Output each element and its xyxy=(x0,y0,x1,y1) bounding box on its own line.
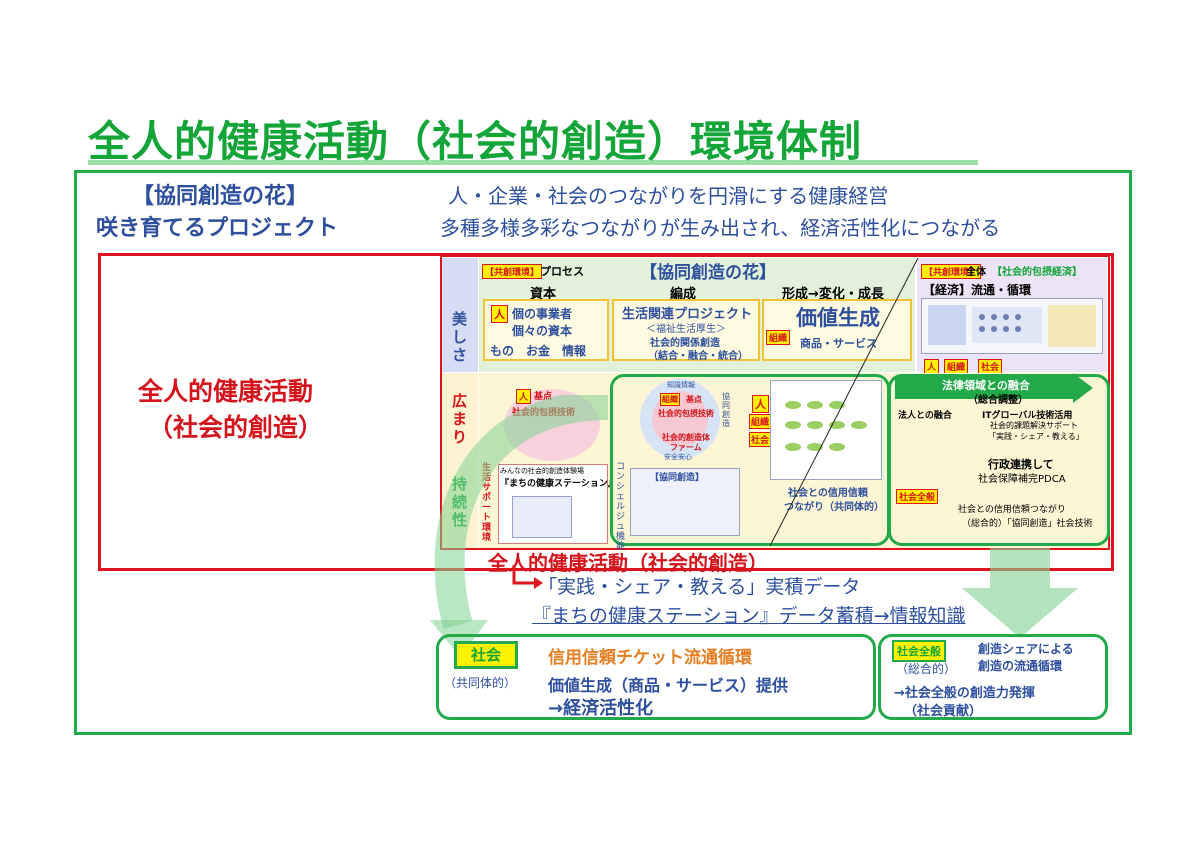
mid-chip-society: 社会 xyxy=(749,432,771,447)
knowledge-label: 知識情報 xyxy=(667,380,695,390)
flow-label: 【経済】流通・循環 xyxy=(923,281,1031,298)
chip-person: 人 xyxy=(924,359,939,374)
tag-person: 人 xyxy=(491,305,508,323)
ticket-label: 信用信頼チケット流通循環 xyxy=(548,643,752,668)
header-desc-line2: 多種多様多彩なつながりが生み出され、経済活性化につながる xyxy=(440,212,1000,241)
diagonal-line xyxy=(770,258,920,548)
org-base-tag: 組織 xyxy=(660,393,680,406)
pdca-label: 社会保障補完PDCA xyxy=(978,470,1066,485)
flower-title: 【協同創造の花】 xyxy=(640,258,776,283)
safe-label: 安全安心 xyxy=(664,452,692,462)
process-tag: 【共創環境】 xyxy=(482,264,542,279)
ticket-society-tag: 社会 xyxy=(454,641,518,669)
society-comprehensive: （総合的） xyxy=(896,660,956,677)
mid-chip-org: 組織 xyxy=(749,414,771,429)
society-line2: 創造の流通循環 xyxy=(978,657,1062,674)
trust-label4: （総合的）「協同創造」社会技術 xyxy=(962,516,1093,529)
law-title2: （総合調整） xyxy=(968,391,1028,406)
capital-text: 個々の資本 xyxy=(512,322,572,339)
ticket-community: （共同体的） xyxy=(444,674,516,691)
base2-label: 基点 xyxy=(686,394,702,405)
ticket-econ: →経済活性化 xyxy=(548,694,653,720)
page-title: 全人的健康活動（社会的創造）環境体制 xyxy=(88,108,862,169)
it-desc1: 社会的課題解決サポート xyxy=(990,420,1078,431)
society-line1: 創造シェアによる xyxy=(978,640,1074,657)
coop-label: 協同創造 xyxy=(722,392,732,428)
data-line2: 『まちの健康ステーション』データ蓄積→情報知識 xyxy=(532,601,966,628)
coop-label-wrap: 協同創造 xyxy=(722,392,732,428)
coop-create-label: 【協同創造】 xyxy=(650,470,704,483)
economy-thumbnail-graphic xyxy=(922,299,1102,353)
society-all-box-tag: 社会全般 xyxy=(892,640,946,662)
chip-society: 社会 xyxy=(978,359,1002,374)
ticket-value: 価値生成（商品・サービス）提供 xyxy=(548,672,788,696)
economy-label: 【社会的包摂経済】 xyxy=(992,263,1082,278)
social-tech-label: 社会的包摂技術 xyxy=(658,408,714,419)
whole-label: 全体 xyxy=(966,263,986,278)
social-rel-text2: （結合・融合・統合） xyxy=(648,347,748,362)
row-label-beauty: 美しさ xyxy=(452,310,470,364)
left-panel-line2: （社会的創造） xyxy=(148,408,323,444)
project-title-line1: 【協同創造の花】 xyxy=(132,178,308,210)
left-panel-line1: 全人的健康活動 xyxy=(138,372,313,408)
header-desc-line1: 人・企業・社会のつながりを円滑にする健康経営 xyxy=(448,180,888,209)
economy-thumbnail xyxy=(921,298,1103,354)
business-text: 個の事業者 xyxy=(512,305,572,322)
project-title-line2: 咲き育てるプロジェクト xyxy=(96,210,338,242)
process-label: プロセス xyxy=(540,263,584,279)
society-line3: →社会全般の創造力発揮 xyxy=(894,682,1035,701)
data-line1: 「実践・シェア・教える」実積データ xyxy=(538,572,860,599)
society-line4: （社会貢献） xyxy=(904,700,982,719)
assets-text: もの お金 情報 xyxy=(490,342,586,359)
trust-label3: 社会との信用信頼つながり xyxy=(958,502,1066,515)
down-arrow-icon xyxy=(960,548,1080,640)
mid-chip-person: 人 xyxy=(752,395,769,413)
welfare-text: ＜福祉生活厚生＞ xyxy=(646,320,726,335)
it-desc2: 「実践・シェア・教える」 xyxy=(988,431,1084,442)
chip-org: 組織 xyxy=(944,359,968,374)
